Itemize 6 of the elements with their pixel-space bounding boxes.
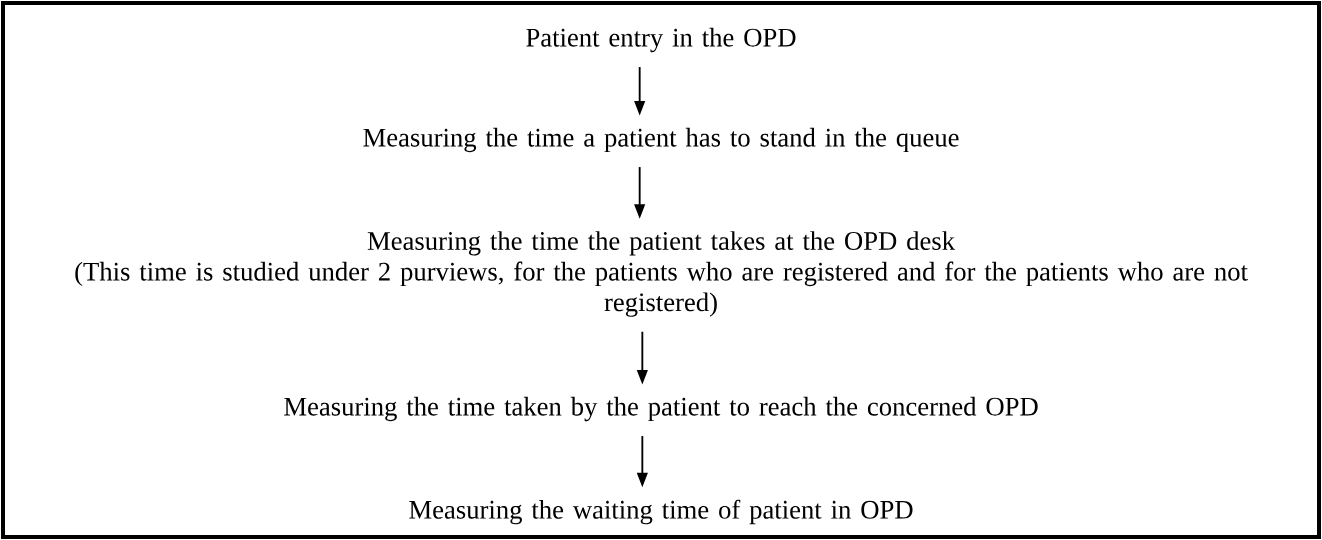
step-text: Measuring the time taken by the patient to reach the concerned OPD — [284, 396, 1038, 422]
note-text: (This time is studied under 2 purviews, for the patients who are registered and for the patients who are not registered) — [75, 261, 1248, 317]
step-text: Patient entry in the OPD — [526, 27, 796, 53]
step-text: Measuring the waiting time of patient in OPD — [409, 499, 913, 525]
step-text: Measuring the time the patient takes at the OPD desk — [367, 231, 956, 256]
step-text: Measuring the time a patient has to stand in the queue — [363, 127, 959, 153]
